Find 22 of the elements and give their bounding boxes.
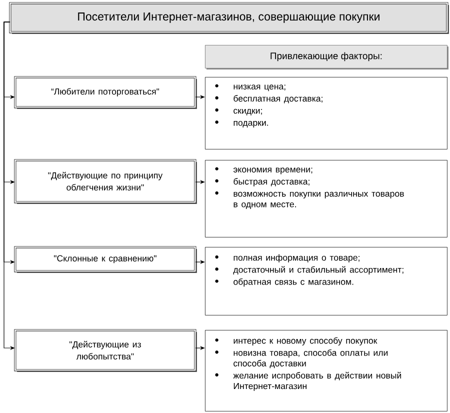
category-box: “Любители поторговаться" [14, 76, 196, 108]
category-box: "Склонные к сравнению" [14, 246, 196, 272]
bullet-item: экономия времени; [215, 167, 312, 174]
bullet-item: бесплатная доставка; [215, 95, 322, 104]
title-box: Посетители Интернет-магазинов, совершающие покупки [9, 2, 448, 34]
factor-list-box [205, 247, 448, 316]
bullet-item: низкая цена; [215, 84, 286, 92]
factor-list-box [205, 160, 448, 238]
category-box: "Действующие из любопытства" [14, 329, 196, 372]
factor-list-box [205, 77, 448, 150]
bullet-item: скидки; [215, 108, 262, 116]
heading-band: Привлекающие факторы: [205, 45, 448, 68]
factor-list-box [205, 330, 448, 412]
bullet-item: возможность покупки различных товаров в одном месте. [215, 191, 404, 209]
bullet-item: достаточный и стабильный ассортимент; [215, 266, 404, 274]
bullet-item: полная информация о товаре; [215, 254, 360, 262]
bullet-item: обратная связь с магазином. [215, 278, 354, 287]
bullet-item: быстрая доставка; [215, 178, 310, 186]
bullet-item: подарки. [215, 120, 268, 128]
bullet-item: желание испробовать в действии новый Интернет-магазин [215, 372, 401, 391]
bullet-item: интерес к новому способу покупок [215, 337, 378, 346]
category-box: "Действующие по принципу облегчения жизни" [14, 159, 196, 204]
